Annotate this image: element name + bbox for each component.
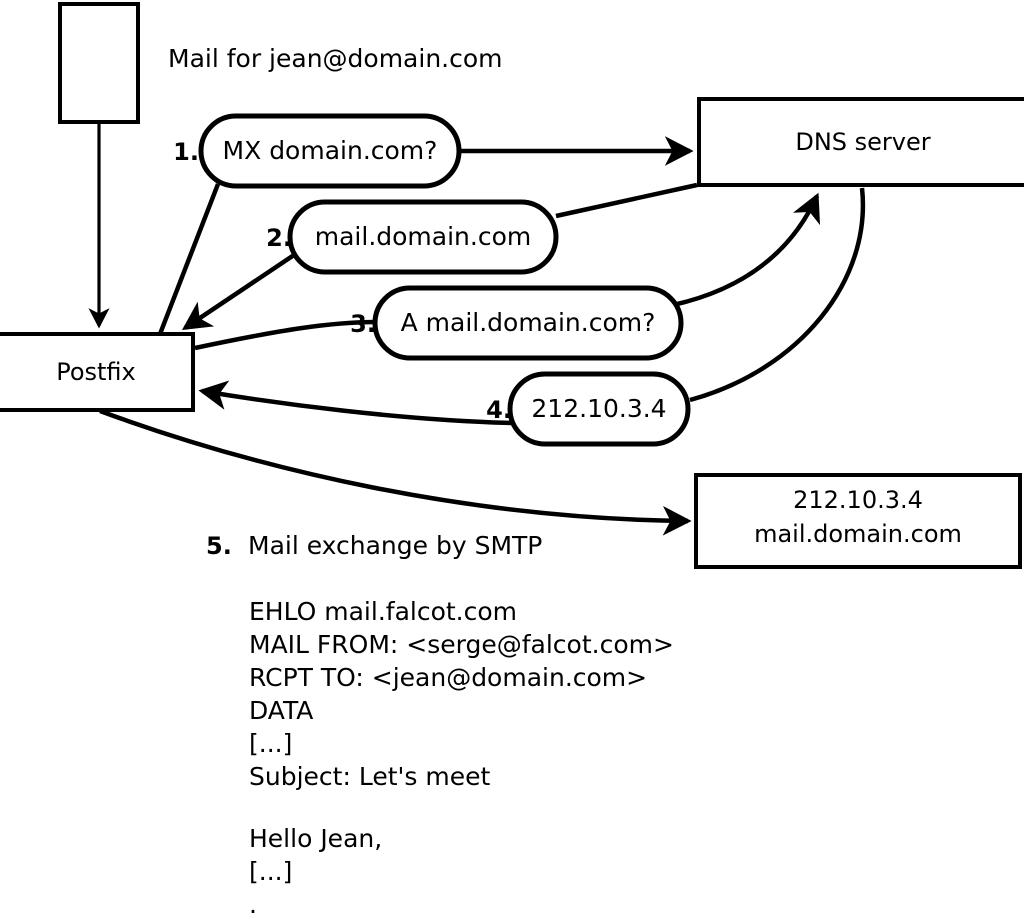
step-5-label: Mail exchange by SMTP: [248, 531, 542, 560]
step-number-3: 3.: [350, 310, 376, 338]
caption-mail-for: Mail for jean@domain.com: [168, 44, 503, 73]
transcript-line-2: RCPT TO: <jean@domain.com>: [249, 663, 647, 692]
step-number-5: 5.: [206, 532, 232, 560]
transcript-line-1: MAIL FROM: <serge@falcot.com>: [249, 630, 674, 659]
node-target-box: [694, 473, 1022, 569]
pill-step-4: [507, 371, 691, 447]
edge-dns-to-pill4: [689, 187, 866, 403]
pill-step-3: [372, 285, 684, 361]
edge-postfix-to-target: [99, 408, 692, 536]
pill-step-1-label: MX domain.com?: [223, 136, 438, 165]
step-number-2: 2.: [266, 224, 292, 252]
pill-step-2-label: mail.domain.com: [315, 222, 531, 251]
node-postfix-label: Postfix: [56, 358, 136, 386]
transcript-line-9: .: [249, 890, 257, 919]
node-target-host-label: mail.domain.com: [754, 520, 962, 548]
node-sender-box: [58, 2, 140, 124]
step-number-1: 1.: [173, 138, 199, 166]
edge-postfix-to-pill3: [194, 319, 378, 351]
edge-dns-to-pill2: [555, 182, 698, 219]
edge-pill2-to-postfix: [182, 253, 296, 331]
node-dns-label: DNS server: [795, 128, 930, 156]
pill-step-2: [287, 199, 559, 275]
node-target-ip-label: 212.10.3.4: [793, 486, 923, 514]
node-postfix-box: [0, 332, 195, 412]
edge-pill4-to-postfix: [198, 380, 513, 426]
transcript-line-4: [...]: [249, 729, 292, 758]
edge-pill3-to-dns: [672, 192, 821, 308]
pill-step-4-label: 212.10.3.4: [531, 394, 666, 423]
edge-postfix-to-pill1: [157, 183, 221, 335]
transcript-line-8: [...]: [249, 857, 292, 886]
node-dns-box: [697, 97, 1024, 187]
step-number-4: 4.: [486, 396, 512, 424]
pill-step-1: [198, 113, 462, 189]
transcript-line-7: Hello Jean,: [249, 824, 382, 853]
transcript-line-5: Subject: Let's meet: [249, 762, 490, 791]
transcript-line-3: DATA: [249, 696, 313, 725]
pill-step-3-label: A mail.domain.com?: [401, 308, 656, 337]
transcript-line-0: EHLO mail.falcot.com: [249, 597, 517, 626]
